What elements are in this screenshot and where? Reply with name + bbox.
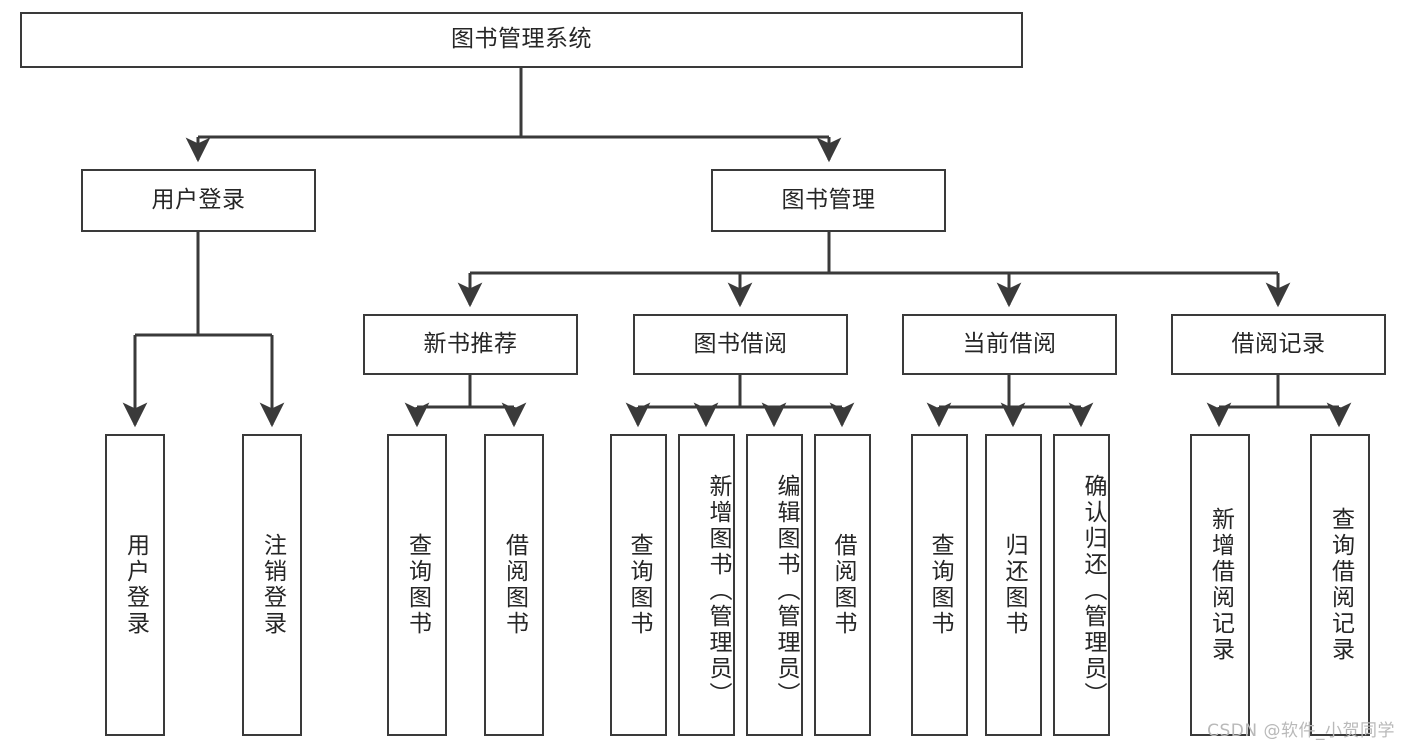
node-leaf-add-borrow-record[interactable]: 新增借阅记录 — [1190, 434, 1250, 736]
node-user-login[interactable]: 用户登录 — [81, 169, 316, 232]
node-leaf-query-book-borrow[interactable]: 查询图书 — [610, 434, 667, 736]
node-book-management[interactable]: 图书管理 — [711, 169, 946, 232]
node-leaf-query-book-rec[interactable]: 查询图书 — [387, 434, 447, 736]
node-current-borrow[interactable]: 当前借阅 — [902, 314, 1117, 375]
node-leaf-user-logout[interactable]: 注销登录 — [242, 434, 302, 736]
node-leaf-query-book-current[interactable]: 查询图书 — [911, 434, 968, 736]
node-leaf-add-book-admin[interactable]: 新增图书（管理员） — [678, 434, 735, 736]
node-leaf-user-login[interactable]: 用户登录 — [105, 434, 165, 736]
node-book-borrow[interactable]: 图书借阅 — [633, 314, 848, 375]
node-leaf-borrow-book-rec[interactable]: 借阅图书 — [484, 434, 544, 736]
node-leaf-confirm-return-admin[interactable]: 确认归还（管理员） — [1053, 434, 1110, 736]
node-borrow-records[interactable]: 借阅记录 — [1171, 314, 1386, 375]
node-leaf-return-book[interactable]: 归还图书 — [985, 434, 1042, 736]
node-leaf-edit-book-admin[interactable]: 编辑图书（管理员） — [746, 434, 803, 736]
node-leaf-borrow-book[interactable]: 借阅图书 — [814, 434, 871, 736]
node-root[interactable]: 图书管理系统 — [20, 12, 1023, 68]
node-leaf-query-borrow-record[interactable]: 查询借阅记录 — [1310, 434, 1370, 736]
node-new-book-recommend[interactable]: 新书推荐 — [363, 314, 578, 375]
